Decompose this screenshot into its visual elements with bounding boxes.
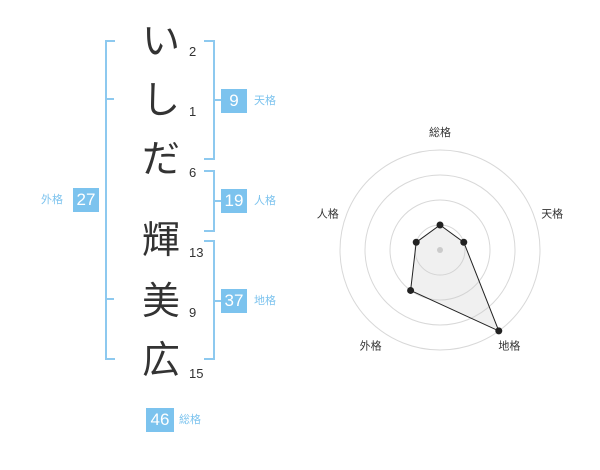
jinkaku-bracket — [204, 170, 215, 232]
soukaku-value-badge: 46 — [146, 408, 174, 432]
chikaku-connector — [215, 300, 221, 302]
gaikaku-bracket — [105, 40, 115, 360]
jinkaku-label: 人格 — [254, 194, 276, 207]
radar-axis-label-5: 人格 — [317, 207, 339, 221]
radar-axis-label-4: 外格 — [360, 339, 382, 353]
radar-plot — [407, 221, 503, 335]
radar-point-3 — [495, 327, 503, 335]
name-strokes-panel: い し だ 輝 美 広 2 1 6 13 9 15 27 外格 9 天格 19 … — [41, 19, 276, 432]
stroke-count-2: 1 — [189, 104, 197, 119]
tenkaku-connector — [215, 99, 221, 101]
radar-axis-label-2: 天格 — [541, 207, 563, 221]
char-5: 美 — [141, 279, 180, 323]
char-3: だ — [141, 137, 180, 181]
gaikaku-tick-bottom — [107, 298, 114, 300]
char-2: し — [141, 78, 180, 122]
chikaku-bracket — [204, 240, 215, 360]
jinkaku-connector — [215, 200, 221, 202]
radar-ring-3 — [364, 174, 516, 326]
stroke-count-6: 15 — [189, 366, 204, 381]
radar-center-dot — [437, 247, 443, 253]
stroke-count-4: 13 — [189, 245, 204, 260]
radar-axis-label-1: 総格 — [429, 125, 451, 139]
radar-point-4 — [407, 286, 415, 294]
gaikaku-label: 外格 — [41, 193, 63, 206]
radar-ring-2 — [389, 199, 491, 301]
soukaku-label: 総格 — [179, 413, 201, 426]
gaikaku-tick-top — [107, 98, 114, 100]
radar-ring-4 — [339, 149, 541, 351]
radar-axis-label-3: 地格 — [498, 339, 520, 353]
chikaku-value-badge: 37 — [221, 289, 247, 313]
char-4: 輝 — [141, 218, 180, 262]
radar-point-2 — [460, 238, 468, 246]
radar-point-1 — [436, 221, 444, 229]
tenkaku-label: 天格 — [254, 94, 276, 107]
radar-rings — [339, 149, 541, 351]
stroke-count-3: 6 — [189, 165, 197, 180]
stroke-count-1: 2 — [189, 44, 197, 59]
gaikaku-value-badge: 27 — [73, 188, 99, 212]
tenkaku-bracket — [204, 40, 215, 160]
chikaku-label: 地格 — [254, 294, 276, 307]
stroke-count-5: 9 — [189, 305, 197, 320]
radar-series-polygon — [410, 224, 500, 332]
char-1: い — [141, 19, 180, 63]
char-6: 広 — [141, 338, 180, 382]
jinkaku-value-badge: 19 — [221, 189, 247, 213]
tenkaku-value-badge: 9 — [221, 89, 247, 113]
radar-point-5 — [412, 238, 420, 246]
